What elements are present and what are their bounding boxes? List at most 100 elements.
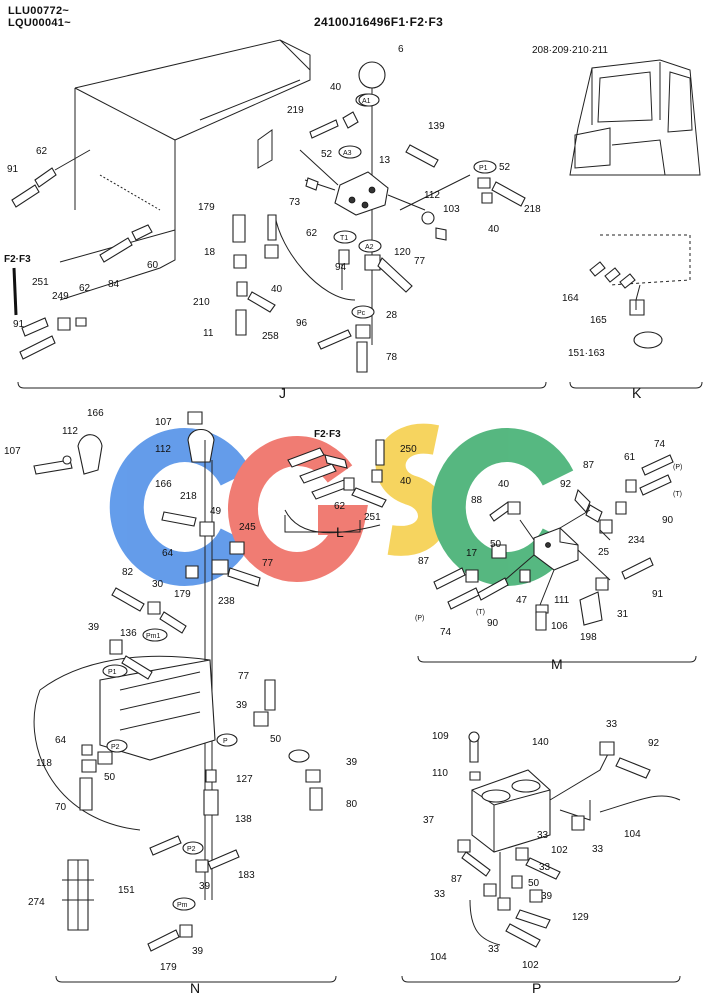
callout-label: 129: [572, 912, 589, 923]
section-k-callouts: 208·209·210·211 164 165 151·163: [532, 45, 608, 359]
callout-label: 166: [155, 479, 172, 490]
callout-label: 258: [262, 331, 279, 342]
callout-label: 165: [590, 315, 607, 326]
callout-label: 25: [598, 547, 610, 558]
callout-label: 33: [606, 719, 618, 730]
callout-label: 104: [624, 829, 641, 840]
callout-label: 127: [236, 774, 253, 785]
callout-tag: T1: [340, 235, 348, 242]
callout-label: 112: [62, 426, 78, 437]
callout-label: 94: [335, 262, 347, 273]
section-k-bracket: [569, 381, 703, 389]
section-l-drawing: [284, 439, 387, 534]
callout-label: 91: [7, 164, 19, 175]
callout-label: 140: [532, 737, 549, 748]
callout-label: 13: [379, 155, 391, 166]
callout-label: 37: [423, 815, 435, 826]
callout-label: 91: [652, 589, 664, 600]
callout-label: 17: [466, 548, 478, 559]
callout-label: 33: [539, 862, 551, 873]
callout-tag: P2: [187, 846, 196, 853]
callout-tag: A1: [362, 98, 371, 105]
section-j-label: J: [279, 385, 286, 401]
callout-label: 249: [52, 291, 69, 302]
section-l-note: F2·F3: [314, 429, 341, 440]
callout-label: 62: [334, 501, 346, 512]
callout-label: 33: [434, 889, 446, 900]
section-k-drawing: [569, 59, 701, 349]
section-m-bracket: [417, 655, 697, 663]
callout-label: 92: [648, 738, 660, 749]
section-j-bracket: [17, 381, 547, 389]
section-l-callouts: F2·F3 250 40 62 251 L: [314, 429, 417, 540]
callout-label: 31: [617, 609, 629, 620]
callout-label: 74: [440, 627, 452, 638]
callout-label: 39: [199, 881, 211, 892]
callout-label: 40: [400, 476, 412, 487]
callout-label: 238: [218, 596, 235, 607]
callout-tag: (T): [673, 491, 682, 498]
callout-label: 6: [398, 44, 404, 55]
section-k-label: K: [632, 385, 642, 401]
callout-label: 106: [551, 621, 568, 632]
callout-label: 210: [193, 297, 210, 308]
callout-label: 102: [522, 960, 539, 971]
callout-tag: A2: [365, 244, 374, 251]
callout-label: 84: [108, 279, 120, 290]
callout-label: 49: [210, 506, 222, 517]
callout-label: 120: [394, 247, 411, 258]
callout-label: 110: [432, 768, 448, 779]
callout-label: 28: [386, 310, 398, 321]
callout-label: 218: [180, 491, 197, 502]
section-j-drawing: [11, 39, 526, 373]
callout-label: 30: [152, 579, 164, 590]
callout-tag: P1: [108, 669, 117, 676]
callout-label: 77: [262, 558, 274, 569]
callout-tag: (T): [476, 609, 485, 616]
callout-label: 82: [122, 567, 134, 578]
callout-label: 78: [386, 352, 398, 363]
callout-label: 250: [400, 444, 417, 455]
callout-label: 50: [528, 878, 540, 889]
section-m-label: M: [551, 656, 563, 672]
callout-label: 40: [498, 479, 510, 490]
callout-label: 92: [560, 479, 572, 490]
callout-label: 52: [321, 149, 333, 160]
callout-label: 87: [583, 460, 595, 471]
part-code-title: 24100J16496F1·F2·F3: [314, 15, 444, 29]
callout-label: 151: [118, 885, 135, 896]
callout-label: 50: [490, 539, 502, 550]
callout-label: 112: [424, 190, 440, 201]
callout-label: 118: [36, 758, 52, 769]
callout-label: 107: [155, 417, 172, 428]
callout-tag: A3: [343, 150, 352, 157]
callout-label: 179: [198, 202, 215, 213]
callout-label: 103: [443, 204, 460, 215]
callout-label: 73: [289, 197, 301, 208]
callout-label: 219: [287, 105, 304, 116]
callout-label: 104: [430, 952, 447, 963]
callout-label: 77: [238, 671, 250, 682]
callout-tag: Pm1: [146, 633, 161, 640]
callout-label: 251: [364, 512, 381, 523]
callout-label: 39: [541, 891, 553, 902]
callout-label: 50: [270, 734, 282, 745]
section-p-bracket: [401, 975, 681, 983]
watermark-letter-g: [227, 436, 368, 583]
callout-label: 52: [499, 162, 511, 173]
callout-label: 40: [271, 284, 283, 295]
section-j-callouts: 6 40 A1 219 52 A3 139 13 P1 52 91 62 73 …: [4, 44, 541, 363]
callout-label: 107: [4, 446, 21, 457]
serial-number-line-2: LQU00041~: [8, 17, 71, 29]
callout-label: 40: [488, 224, 500, 235]
section-j-note: F2·F3: [4, 254, 31, 265]
section-p-callouts: 33 109 140 92 110 37 104 33 33 102 50 33…: [423, 719, 660, 971]
callout-label: 33: [537, 830, 549, 841]
callout-label: 11: [203, 328, 214, 339]
callout-label: 139: [428, 121, 445, 132]
callout-label: 166: [87, 408, 104, 419]
callout-label: 87: [451, 874, 463, 885]
callout-label: 234: [628, 535, 645, 546]
callout-label: 47: [516, 595, 528, 606]
callout-label: 87: [418, 556, 430, 567]
